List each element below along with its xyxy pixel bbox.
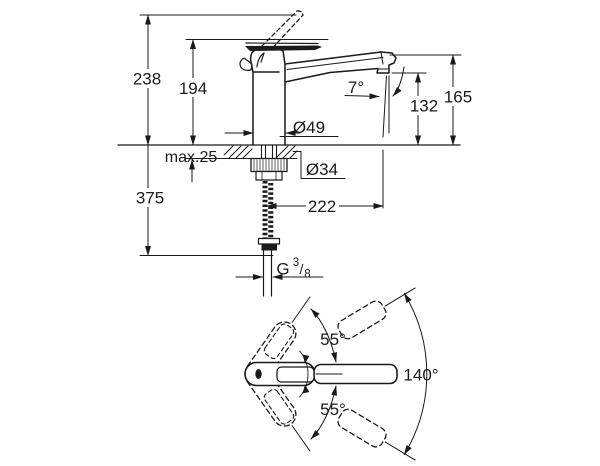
mounting-nut-knurl (253, 159, 285, 171)
handle-dot (255, 369, 262, 379)
stream-angle-lines (382, 75, 390, 138)
faucet-body (252, 71, 286, 146)
thread-slash: / (300, 261, 304, 277)
mounting-flange-lines (261, 171, 277, 181)
dimension-lines (139, 14, 462, 280)
lever-blade-top (245, 42, 319, 45)
mounting-flange (255, 170, 283, 181)
faucet-outline (239, 10, 397, 146)
thread-numerator: 3 (293, 257, 299, 269)
supply-hose (262, 181, 274, 239)
counter-hatch-left (223, 145, 253, 159)
dim-hole-diameter: Ø34 (306, 160, 338, 179)
top-view-dimensions (299, 292, 428, 456)
connection-tube (262, 249, 273, 297)
dim-text-backgrounds (132, 69, 474, 215)
shank (260, 144, 278, 160)
dim-7deg-leader (344, 93, 380, 100)
side-view-labels: 238 194 max.25 375 Ø49 Ø34 222 7° 132 16… (133, 70, 472, 281)
lever-blade (245, 45, 322, 51)
spout-dashed-up (337, 287, 416, 340)
counter-hatch-right (275, 145, 298, 159)
lever-raised-dashed (261, 10, 304, 49)
spout-crease (286, 51, 390, 70)
dim-55-lower-arc (310, 385, 338, 440)
lever-swing-arc (299, 350, 309, 398)
dim-base-diameter: Ø49 (293, 118, 325, 137)
dim-spout-reach: 222 (308, 197, 336, 216)
handle-base (249, 47, 286, 83)
swing-arrow-down (302, 354, 310, 364)
dim-total-height: 238 (133, 70, 161, 89)
dim-55-upper-arc (310, 308, 338, 363)
dim-stream-angle: 7° (348, 78, 364, 97)
side-view (117, 10, 474, 297)
dim-140-arc (403, 292, 428, 456)
dim-d34-leader (292, 151, 346, 179)
ext-line-spout-up (384, 287, 416, 307)
dim-max-counter: max.25 (165, 149, 218, 166)
spout-dashed-down (337, 408, 416, 461)
ext-line-lever-down (291, 425, 311, 452)
swing-arrow-up (302, 384, 310, 394)
thread-g: G (276, 260, 289, 279)
ext-line-spout-down (384, 441, 416, 461)
dim-handle-swing-upper: 55° (320, 330, 346, 349)
dim-outlet-height: 132 (410, 97, 438, 116)
dim-handle-swing-lower: 55° (320, 400, 346, 419)
thread-denominator: 8 (304, 269, 310, 281)
dim-7deg-arc (392, 66, 405, 97)
handle-base-detail (239, 52, 265, 72)
top-view-labels: 55° 55° 140° (320, 330, 438, 419)
mounting-hardware (117, 144, 461, 297)
dim-spout-top-height: 165 (444, 88, 472, 107)
dim-swivel-range: 140° (403, 366, 438, 385)
ext-line-lever-up (291, 296, 311, 323)
spout (284, 51, 397, 83)
dim-body-height: 194 (179, 79, 207, 98)
top-view (244, 287, 428, 461)
hose-fitting (257, 237, 281, 245)
lever-grip-top (276, 366, 315, 383)
dim-under-counter: 375 (136, 189, 164, 208)
hose-fitting-band (261, 244, 277, 251)
faucet-top-solid (244, 361, 398, 387)
